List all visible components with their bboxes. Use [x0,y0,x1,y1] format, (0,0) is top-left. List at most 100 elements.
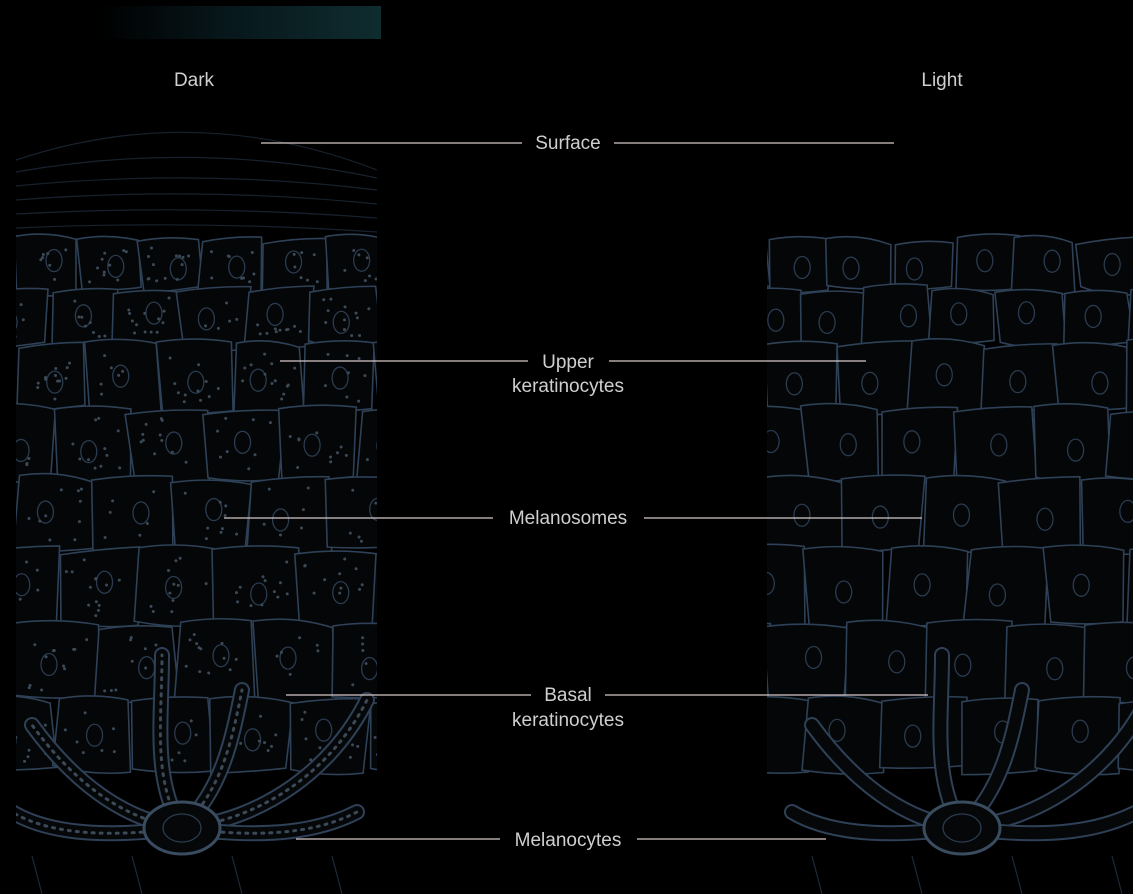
melanosome-dot [268,421,272,425]
cell-nucleus [353,248,371,272]
melanosome-dot [226,254,230,258]
melanosome-dot [83,324,87,328]
cell-nucleus [303,433,321,457]
melanosome-dot [158,433,162,437]
melanosome-dot [404,269,407,272]
melanosome-dot [149,330,153,334]
melanosome-dot [64,248,68,252]
melanosome-dot [88,585,92,589]
keratinocyte-cell [293,550,377,630]
melanosome-dot [452,754,455,757]
light-skin-panel [767,233,1133,894]
keratinocyte-cell [252,618,338,707]
melanosome-dot [68,361,72,365]
melanosome-dot [458,679,461,682]
melanosome-dot [118,466,122,470]
melanosome-dot [300,718,304,722]
melanosome-dot [305,278,309,282]
melanosome-dot [96,266,100,270]
keratinocyte-cell [1125,338,1133,415]
melanosome-dot [2,746,5,749]
melanosome-dot [77,520,81,524]
melanosome-dot [427,330,430,333]
melanosome-dot [81,751,85,755]
melanosome-dot [183,491,187,495]
melanosome-dot [250,250,254,254]
melanosome-dot [228,319,232,323]
melanosome-dot [249,604,253,608]
melanosome-dot [429,386,432,389]
melanosome-dot [41,253,45,257]
melanosome-dot [171,599,175,603]
melanosome-dot [219,530,223,534]
melanosome-dot [198,398,202,402]
melanosome-dot [225,301,229,305]
cell-nucleus [243,728,262,752]
melanosome-dot [116,278,120,282]
melanosome-dot [292,252,296,256]
cell-nucleus [233,430,252,454]
melanosome-dot [184,460,188,464]
melanosome-dot [129,636,133,640]
melanosome-dot [471,577,474,580]
melanosome-dot [303,710,307,714]
melanosome-dot [400,577,403,580]
keratinocyte-cell [16,252,20,292]
cell-nucleus [950,302,968,326]
melanosome-dot [87,603,91,607]
melanosome-dot [241,379,245,383]
melanosome-dot [354,311,358,315]
cell-nucleus [1043,249,1061,273]
dark-skin-panel [0,131,516,894]
top-gradient-bar [100,6,381,39]
cell-nucleus [332,580,350,605]
melanosome-dot [103,689,107,693]
melanosome-dot [173,382,177,386]
melanosome-dot [309,758,313,762]
melanosome-dot [367,307,371,311]
keratinocyte-cell [16,341,86,415]
melanosome-dot [0,430,2,433]
melanosome-dot [197,363,201,367]
melanosome-dot [396,422,399,425]
melanosome-dot [358,334,362,338]
melanosome-dot [85,638,89,642]
melanosome-dot [243,366,247,370]
cell-nucleus [74,304,93,328]
melanosome-dot [153,452,157,456]
melanosome-dot [168,591,172,595]
melanosome-dot [454,644,457,647]
melanosome-dot [299,276,303,280]
keratinocyte-cell [16,645,19,699]
melanosome-dot [265,331,269,335]
melanosome-dot [342,328,346,332]
cell-nucleus [369,497,377,521]
melanosome-dot [112,727,116,731]
melanosome-dot [389,609,392,612]
cell-nucleus [266,302,284,327]
cell-nucleus [1125,656,1133,680]
melanosome-dot [446,523,449,526]
melanosome-dot [141,438,145,442]
melanosome-dot [54,366,58,370]
melanosome-dot [248,280,252,284]
melanosome-dot [426,385,429,388]
keratinocyte-cell [233,340,306,415]
melanosome-dot [351,488,355,492]
basal-keratinocytes-label-line1: Basal [544,685,592,706]
melanosome-dot [513,750,516,753]
melanosome-dot [41,256,45,260]
keratinocyte-cell [16,287,49,347]
melanosome-dot [279,650,283,654]
keratinocyte-cell [416,622,501,705]
melanosome-dot [477,732,480,735]
cell-nucleus [839,433,857,457]
melanosome-dot [52,649,56,653]
cell-nucleus [164,575,183,600]
melanosome-dot [77,315,81,319]
melanosome-dot [0,384,1,387]
melanosome-dot [151,263,155,267]
melanosome-dot [220,527,224,531]
melanosome-dot [428,712,431,715]
melanosome-dot [6,643,9,646]
